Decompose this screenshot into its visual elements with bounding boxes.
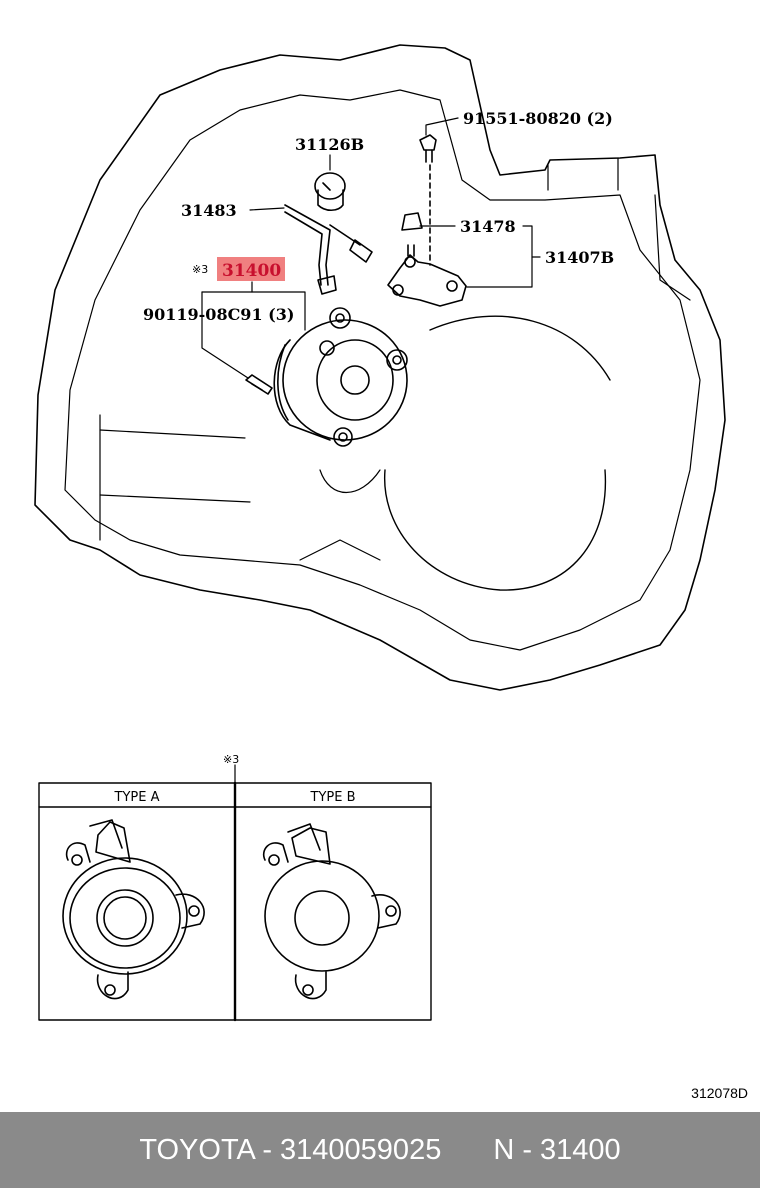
- callout-31483[interactable]: 31483: [181, 201, 237, 220]
- type-b-label: TYPE B: [310, 790, 356, 805]
- callout-31400[interactable]: 31400: [222, 261, 281, 281]
- bell-housing-cutout: [384, 469, 607, 591]
- note-mark: ※3: [192, 263, 208, 276]
- leader-line: [251, 281, 306, 331]
- type-b-cylinder: [263, 823, 401, 1000]
- footer-bar: TOYOTA - 3140059025 N - 31400: [0, 1112, 760, 1188]
- callout-31407b[interactable]: 31407B: [545, 248, 614, 267]
- case-rib: [299, 539, 381, 561]
- type-a-cylinder: [62, 819, 205, 1000]
- callout-31126b[interactable]: 31126B: [295, 135, 364, 154]
- bolt-cylinder-icon: [245, 374, 273, 395]
- type-comparison-inset: [38, 764, 432, 1022]
- callout-bolt-cylinder[interactable]: 90119-08C91 (3): [143, 305, 294, 324]
- case-rib: [654, 194, 691, 301]
- case-rib: [99, 429, 246, 439]
- leader-line: [249, 207, 285, 211]
- bell-housing-cutout: [319, 469, 381, 494]
- part-highlight: [217, 257, 285, 281]
- bracket-fitting-icon: [387, 244, 467, 307]
- case-rib: [547, 157, 619, 191]
- inset-note-mark: ※3: [223, 753, 239, 766]
- clutch-release-cylinder: [273, 307, 408, 447]
- clutch-line-tube: [284, 204, 373, 295]
- bleeder-cap-icon: [401, 212, 423, 231]
- bell-housing-cutout: [429, 315, 611, 381]
- bolt-bracket-icon: [419, 134, 437, 163]
- callout-31478[interactable]: 31478: [460, 217, 516, 236]
- footer-part-number: TOYOTA - 3140059025: [139, 1133, 442, 1166]
- type-a-label: TYPE A: [114, 790, 160, 805]
- figure-code: 312078D: [691, 1085, 748, 1101]
- leader-line: [201, 291, 249, 379]
- parts-diagram: 91551-80820 (2) 31126B 31483 31478 31407…: [34, 44, 748, 1101]
- leader-line: [425, 117, 459, 136]
- case-rib: [99, 494, 251, 503]
- housing-inner-flange: [64, 89, 701, 651]
- transmission-housing-outline: [34, 44, 726, 691]
- callout-bolt-top[interactable]: 91551-80820 (2): [463, 109, 613, 128]
- bleeder-plug-icon: [314, 172, 346, 212]
- footer-reference: N - 31400: [493, 1133, 621, 1166]
